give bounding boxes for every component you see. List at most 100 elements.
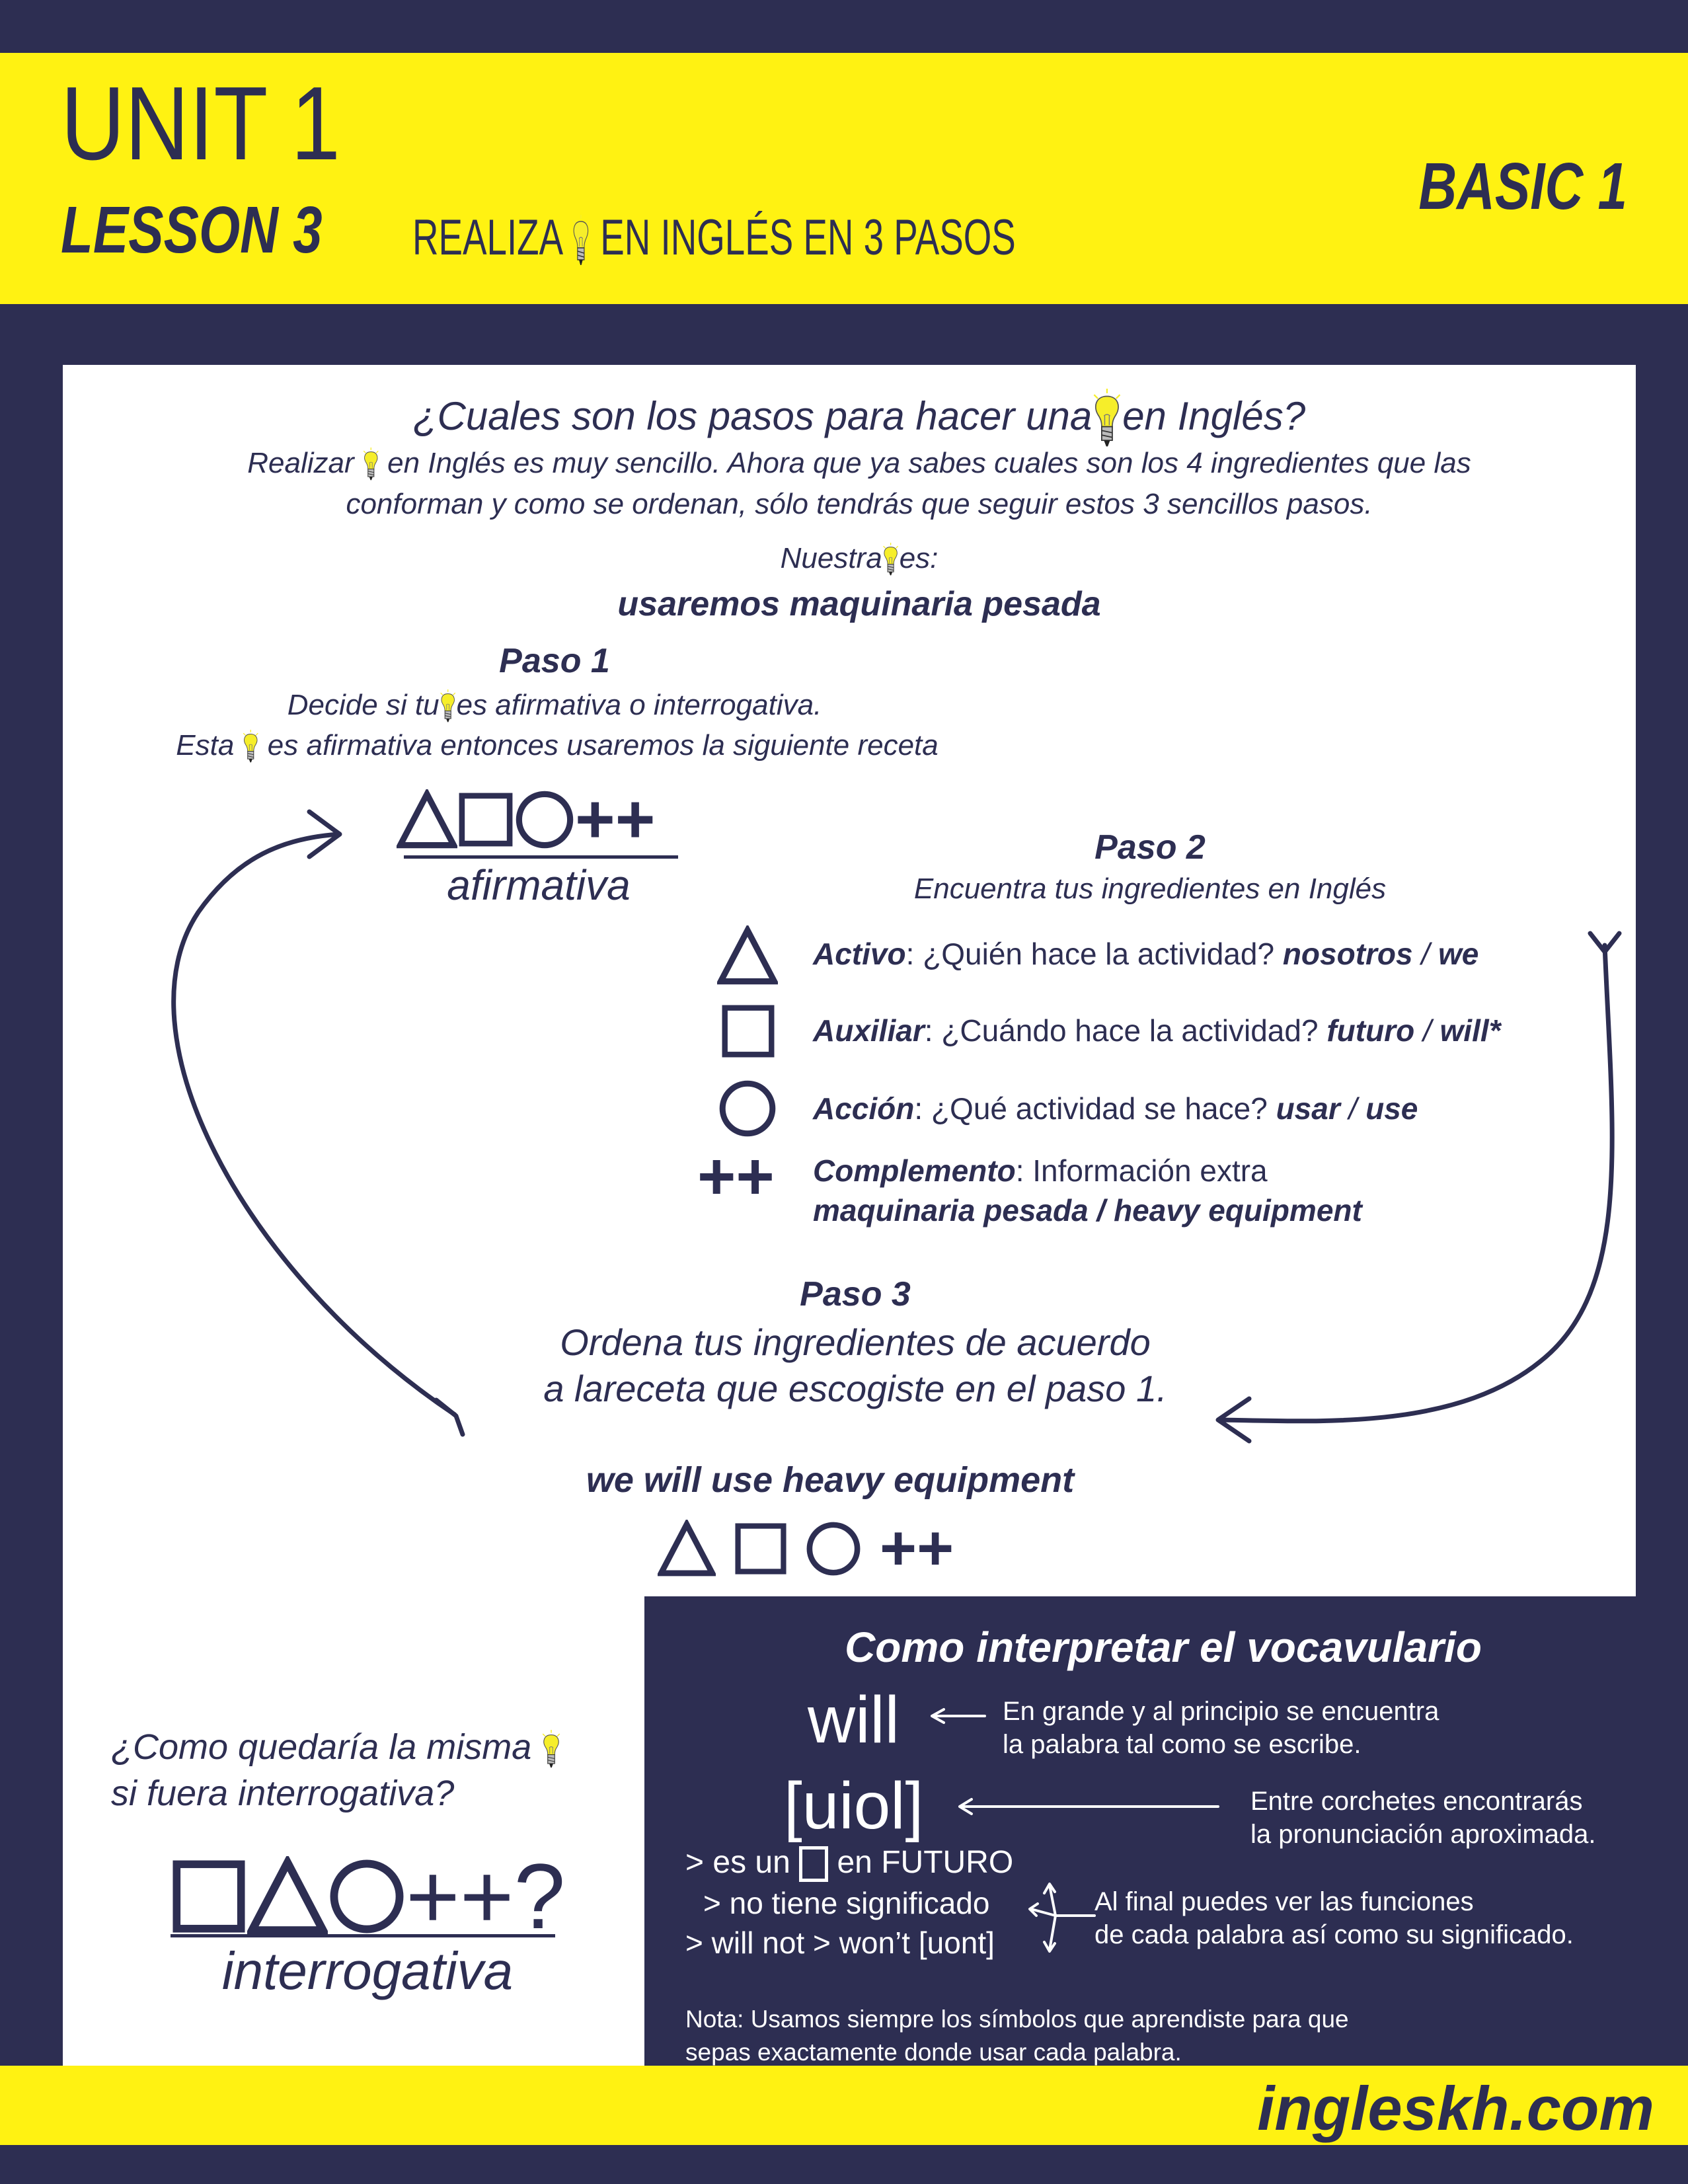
lightbulb-icon: [440, 689, 457, 724]
interrogative-question-1: ¿Como quedaría la misma: [111, 1727, 561, 1770]
vocab-title: Como interpretar el vocavulario: [845, 1623, 1482, 1671]
square-icon: [799, 1846, 829, 1883]
lightbulb-icon: [1092, 389, 1122, 449]
vocab-pronunciation: [uiol]: [784, 1769, 924, 1843]
paso1-l1-after: es afirmativa o interrogativa.: [456, 689, 822, 721]
our-sentence: usaremos maquinaria pesada: [617, 585, 1101, 623]
ingredient-text: Complemento: Información extra: [813, 1153, 1268, 1189]
paso2-subtitle: Encuentra tus ingredientes en Inglés: [913, 873, 1387, 905]
plus-plus-icon: ++: [697, 1140, 775, 1214]
paso1-title: Paso 1: [499, 642, 610, 680]
ingredient-en: heavy equipment: [1114, 1193, 1362, 1228]
affirmative-recipe: ++: [397, 780, 655, 854]
triangle-icon: [717, 925, 778, 986]
vocab-function-3: > will not > won’t [uont]: [685, 1926, 995, 1960]
paso2-title: Paso 2: [1094, 828, 1206, 867]
function-after: en FUTURO: [837, 1845, 1014, 1880]
lightbulb-icon: [362, 448, 379, 482]
interrogative-recipe: ++?: [171, 1843, 565, 1943]
paso1-l1-before: Decide si tu: [287, 689, 440, 721]
lesson-subtitle: REALIZA EN INGLÉS EN 3 PASOS: [412, 213, 1016, 268]
affirmative-label: afirmativa: [447, 861, 631, 909]
square-icon: [457, 791, 514, 848]
interrogative-question-2: si fuera interrogativa?: [111, 1774, 455, 1813]
paso1-line-1: Decide si tu es afirmativa o interrogativ…: [288, 689, 822, 724]
separator: /: [1340, 1091, 1366, 1126]
ingredient-question: : ¿Quién hace la actividad?: [905, 937, 1275, 971]
footer-band: [0, 2066, 1688, 2145]
ingredient-text: Activo: ¿Quién hace la actividad? nosotr…: [813, 936, 1478, 972]
intro-line1-before: Realizar: [247, 447, 354, 479]
vocab-word: will: [808, 1683, 900, 1757]
note-line: de cada palabra así como su significado.: [1094, 1920, 1574, 1949]
note-line: la palabra tal como se escribe.: [1003, 1730, 1362, 1759]
unit-title: UNIT 1: [61, 65, 340, 182]
ingredient-es: nosotros: [1282, 937, 1413, 971]
ingredient-es: usar: [1276, 1091, 1340, 1126]
ingredient-term: Auxiliar: [813, 1013, 925, 1048]
paso1-l2-before: Esta: [176, 729, 235, 761]
vocab-function-2: > no tiene significado: [703, 1886, 990, 1920]
note-line: En grande y al principio se encuentra: [1003, 1697, 1439, 1726]
level-badge: BASIC 1: [1418, 149, 1627, 223]
lightbulb-icon: [243, 730, 260, 764]
separator: /: [1088, 1193, 1114, 1228]
lightbulb-icon: [882, 543, 900, 577]
vocab-box: [644, 1596, 1636, 2066]
intro-line1-after: en Inglés es muy sencillo. Ahora que ya …: [387, 447, 1471, 479]
ingredient-en: we: [1438, 937, 1479, 971]
ingredient-es: futuro: [1326, 1013, 1415, 1048]
circle-icon: [805, 1520, 862, 1577]
ingredient-es: maquinaria pesada: [813, 1193, 1089, 1228]
result-sentence: we will use heavy equipment: [586, 1460, 1075, 1500]
plus-plus-icon: ++: [880, 1512, 954, 1584]
circle-icon: [514, 789, 575, 850]
subtitle-after: EN INGLÉS EN 3 PASOS: [600, 210, 1016, 266]
paso3-line-2: a lareceta que escogiste en el paso 1.: [543, 1368, 1167, 1409]
plus-plus-question-icon: ++?: [406, 1844, 566, 1949]
nota-line: sepas exactamente donde usar cada palabr…: [685, 2039, 1182, 2066]
square-icon: [171, 1858, 247, 1935]
site-url[interactable]: ingleskh.com: [1257, 2074, 1654, 2143]
top-band: [0, 0, 1688, 53]
plus-plus-icon: ++: [575, 781, 656, 858]
separator: /: [1414, 1013, 1440, 1048]
ingredient-question: : ¿Cuándo hace la actividad?: [924, 1013, 1319, 1048]
interrogative-divider: [171, 1934, 555, 1937]
triangle-icon: [397, 789, 457, 850]
ingredient-question: : ¿Qué actividad se hace?: [914, 1091, 1268, 1126]
ingredient-term: Complemento: [813, 1153, 1016, 1188]
ingredient-translation: maquinaria pesada / heavy equipment: [813, 1192, 1362, 1228]
paso3-line-1: Ordena tus ingredientes de acuerdo: [560, 1321, 1151, 1363]
paso1-l2-after: es afirmativa entonces usaremos la sigui…: [267, 729, 939, 761]
lesson-title: LESSON 3: [61, 193, 323, 267]
intro-question-before: ¿Cuales son los pasos para hacer una: [412, 393, 1093, 438]
ingredient-term: Activo: [813, 937, 906, 971]
note-line: Entre corchetes encontrarás: [1250, 1787, 1583, 1816]
interrogative-label: interrogativa: [221, 1941, 514, 2000]
vocab-func-note: Al final puedes ver las funciones de cad…: [1094, 1885, 1574, 1951]
result-recipe: ++: [658, 1512, 954, 1580]
circle-icon: [328, 1857, 406, 1935]
nota-line: Nota: Usamos siempre los símbolos que ap…: [685, 2006, 1349, 2033]
ingredient-en: will*: [1439, 1013, 1501, 1048]
lightbulb-icon: [541, 1730, 561, 1770]
square-icon: [720, 1003, 776, 1059]
ingredient-question: : Información extra: [1015, 1153, 1268, 1188]
triangle-icon: [247, 1856, 328, 1937]
square-icon: [734, 1522, 788, 1576]
circle-icon: [718, 1079, 777, 1138]
intro-question-after: en Inglés?: [1122, 393, 1306, 438]
vocab-nota: Nota: Usamos siempre los símbolos que ap…: [685, 2003, 1349, 2069]
ingredient-text: Auxiliar: ¿Cuándo hace la actividad? fut…: [813, 1013, 1501, 1048]
triangle-icon: [658, 1520, 716, 1578]
separator: /: [1412, 937, 1438, 971]
vocab-pron-note: Entre corchetes encontrarás la pronuncia…: [1250, 1785, 1596, 1851]
subtitle-before: REALIZA: [412, 210, 562, 266]
paso3-title: Paso 3: [800, 1275, 911, 1313]
ingredient-en: use: [1365, 1091, 1418, 1126]
vocab-function-1: > es un en FUTURO: [685, 1844, 1014, 1883]
note-line: la pronunciación aproximada.: [1250, 1820, 1596, 1849]
recipe-divider: [404, 855, 678, 859]
